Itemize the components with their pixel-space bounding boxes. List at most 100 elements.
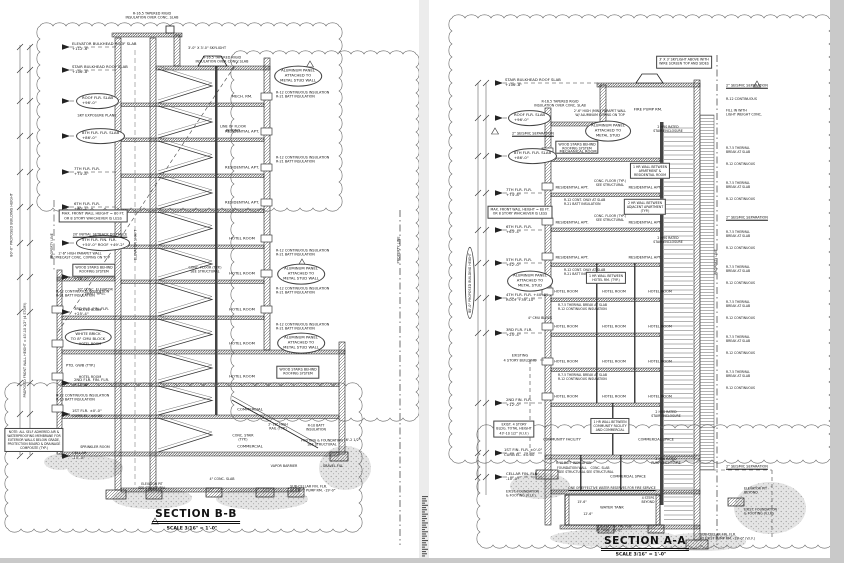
annotation-line: R-12 CONTINUOUS xyxy=(726,196,756,201)
room-label: HOTEL ROOM xyxy=(602,395,626,400)
annotation-line: SPRINKLER ROOM xyxy=(80,444,110,449)
elevation-marker: STAIR BULKHEAD ROOF SLAB+106'-8" xyxy=(72,64,128,75)
scale-note-aa: SCALE 3/16" = 1'-0" xyxy=(616,553,667,558)
annotation-line: ELEVATOR BULKHEAD ROOF SLAB xyxy=(72,41,137,47)
annotation-line: ATTACHED TO xyxy=(516,277,544,283)
annotation-line: R-12 CONTINUOUS INSULATION xyxy=(276,90,330,95)
annotation-line: R-21 BATT INSULATION xyxy=(276,95,315,99)
callout: R-12 CONTINUOUS xyxy=(726,97,757,101)
annotation-line: HOTEL ROOM xyxy=(229,270,255,276)
section-title-aa: SECTION A-A xyxy=(600,535,690,551)
annotation-line: BREAK AT SLAB xyxy=(726,374,751,378)
callout: 4" CMU BLOCK xyxy=(528,316,552,320)
annotation-line: 15'-6" xyxy=(577,499,587,504)
annotation-line: RESIDENTIAL APT. xyxy=(628,255,662,260)
annotation-line: MECHANICAL ROOM xyxy=(559,149,597,154)
callout: PTD. GWB (TYP.) xyxy=(66,364,95,369)
annotation-line: RESIDENTIAL APT. xyxy=(224,164,260,170)
callout: VAPOR BARRIER xyxy=(271,464,298,468)
annotation-line: +74'-8" xyxy=(506,192,521,197)
annotation-line: CONC. FLOOR (TYP.) xyxy=(188,265,222,270)
annotation-line: METAL STUD WALL xyxy=(280,77,316,83)
annotation-line: ONE OF EFFECTIVE WATER RESERVES FOR FIRE… xyxy=(568,485,656,490)
callout: R-12 CONTINUOUS xyxy=(726,197,755,201)
zoning-note: 20' INITIAL SETBACK DISTANCE xyxy=(73,233,127,238)
annotation-line: +63'-4" xyxy=(74,206,100,212)
building-height-note: 80'-0" PROPOSED BUILDING HEIGHT xyxy=(464,247,476,319)
annotation-line: COMPOSITE (TYP.) xyxy=(20,446,48,451)
annotation-line: FOUNDATION WALL xyxy=(557,465,587,470)
annotation-line: -10'-0" xyxy=(72,455,85,460)
callout: R-12 CONTINUOUS xyxy=(726,162,755,166)
annotation-line: R-12 CONTINUOUS INSULATION xyxy=(276,322,330,327)
annotation-line: RESIDENTIAL APT. xyxy=(628,185,662,190)
annotation-line: ATTACHED TO xyxy=(594,127,622,133)
room-label: COMMERCIAL xyxy=(237,407,263,413)
annotation-line: 1ST FLR. ±0'-0" xyxy=(72,408,102,414)
zoning-note: SKY EXPOSURE PLANE xyxy=(77,114,116,119)
annotation-line: 2 HRS RATED xyxy=(655,456,677,461)
annotation-line: ELEVATOR PIT xyxy=(141,481,163,486)
room-label: MECHANICAL ROOM xyxy=(559,150,596,155)
annotation-line: ROOF FLR. SLAB xyxy=(82,95,114,101)
annotation-line: HOTEL ROOM xyxy=(648,359,672,364)
dimension: 12'-6" xyxy=(583,512,592,516)
room-label: HOTEL ROOM xyxy=(229,374,255,380)
annotation-line: WHITE BRICK xyxy=(75,331,101,337)
annotation-line: 2" SEISMIC SEPARATION xyxy=(512,131,554,136)
annotation-line: NOTE: ALL SELF ADHERED AIR & xyxy=(8,429,60,434)
annotation-line: ROOF FLR. SLAB xyxy=(514,112,546,118)
annotation-line: +12'-8" xyxy=(74,382,89,387)
annotation-line: +106'-8" xyxy=(72,69,90,74)
scale-note-bb: SCALE 3/16" = 1'-0" xyxy=(167,527,218,532)
annotation-line: W/ PRECAST CONC. COPING ON TOP xyxy=(50,256,110,260)
callout: 4" CONC. SLAB xyxy=(210,477,235,481)
annotation-line: R-21 BATT INSULATION xyxy=(564,202,601,206)
annotation-line: ATTACHED TO xyxy=(287,339,315,345)
elevation-marker: 3RD FLR. FLR.+25'-4" xyxy=(506,327,532,338)
annotation-line: 2ND FIN. FLR. xyxy=(506,397,532,403)
annotation-line: SEE STRUCTURAL xyxy=(138,486,166,490)
room-label: RESIDENTIAL APT. xyxy=(628,256,661,261)
annotation-line: +96'-0" xyxy=(514,117,529,122)
annotation-line: (TYP.) xyxy=(640,209,650,214)
callout: ONE OF EFFECTIVE WATER RESERVES FOR FIRE… xyxy=(568,486,655,490)
annotation-line: 3RD FLR. FIN. FLR. xyxy=(74,306,109,312)
annotation-line: ALUMINUM PANEL xyxy=(281,67,315,73)
annotation-line: PTD. GWB (TYP.) xyxy=(66,363,96,368)
scale-note-text: SCALE 3/16" = 1'-0" xyxy=(615,552,667,558)
annotation-line: PROPERTY LINE xyxy=(49,233,54,259)
annotation-line: METAL STUD WALL xyxy=(283,275,319,281)
elevation-marker: 8TH FLR. FLR. SLAB+86'-0" xyxy=(76,128,126,144)
annotation-line: HOTEL ROOM xyxy=(229,235,255,241)
annotation-line: HOTEL ROOM xyxy=(554,324,578,329)
annotation-line: ELEVATOR SHAFT xyxy=(133,229,138,261)
annotation-line: 8TH FLR. FLR. SLAB xyxy=(514,150,552,156)
annotation-line: WOOD STAIRS BEHIND xyxy=(558,142,596,147)
annotation-line: 4 STEPS xyxy=(641,495,655,500)
annotation-line: R-12 CONTINUOUS xyxy=(726,96,757,101)
annotation-line: CONC. FLOOR (TYP.) xyxy=(594,178,626,183)
room-label: RESIDENTIAL APT. xyxy=(555,256,588,261)
elevation-marker: SUB-CELLAR FIN. FLR.AT TANK -19'-0" xyxy=(596,525,632,534)
annotation-line: R-7.5 THERMAL xyxy=(726,334,750,339)
annotation-line: 7TH FLR. FLR. xyxy=(74,166,101,172)
